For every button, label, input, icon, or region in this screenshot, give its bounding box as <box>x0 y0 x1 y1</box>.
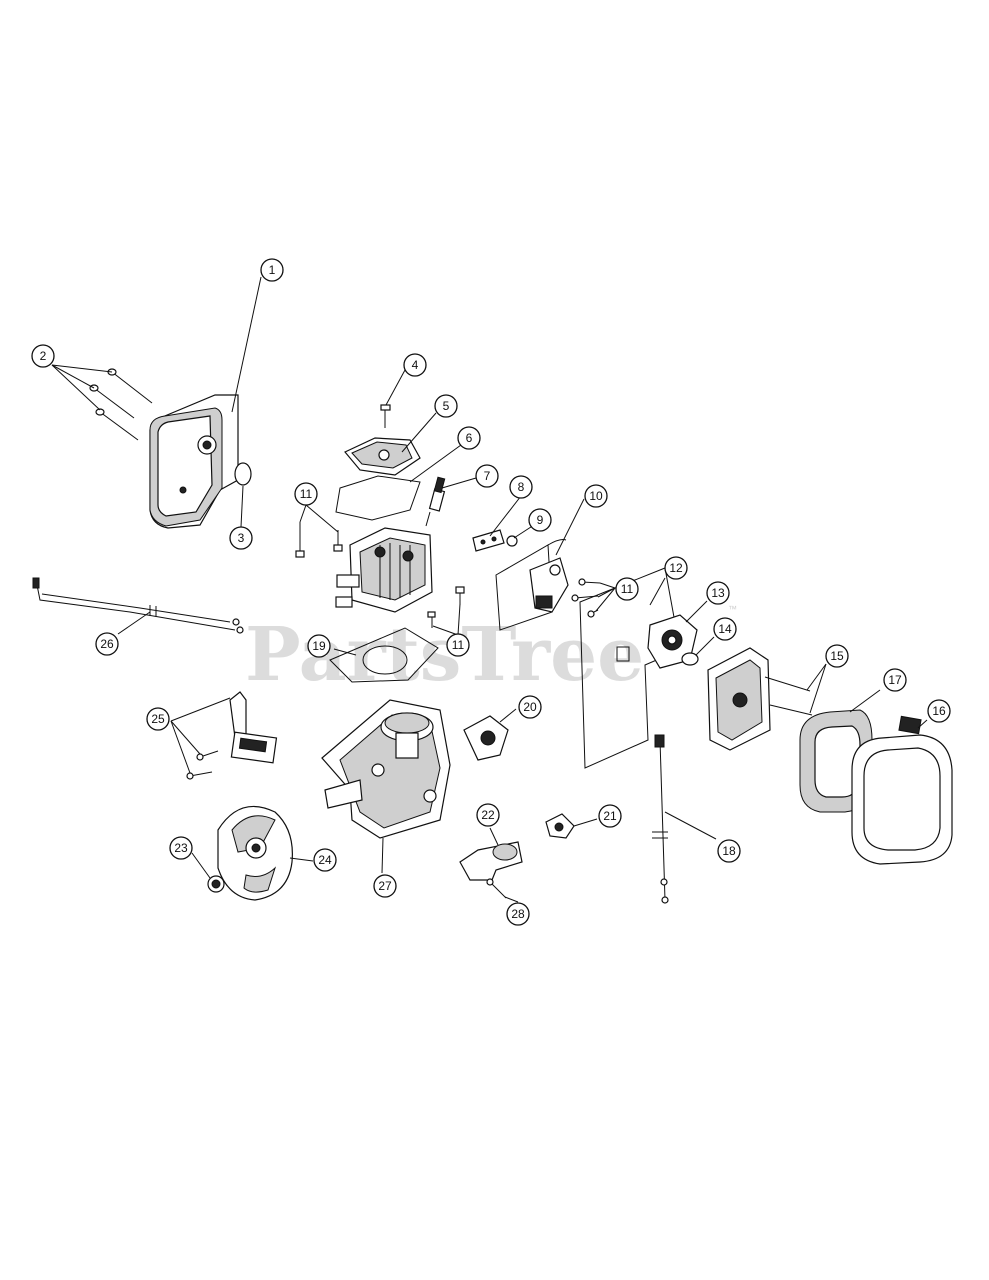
part-stop-wire <box>652 734 669 904</box>
callout-17: 17 <box>883 668 907 692</box>
partstree-watermark: PartsTree ™ <box>245 604 737 698</box>
part-cylinder <box>335 527 433 613</box>
svg-text:1: 1 <box>269 263 276 277</box>
part-filter-cover <box>851 715 953 865</box>
callout-26: 26 <box>95 632 119 656</box>
part-muffler <box>149 394 239 529</box>
svg-text:7: 7 <box>484 469 491 483</box>
part-carb-bolts <box>571 578 601 618</box>
svg-text:12: 12 <box>669 561 683 575</box>
callout-19: 19 <box>307 634 331 658</box>
svg-text:17: 17 <box>888 673 902 687</box>
part-carburetor <box>495 539 569 631</box>
svg-text:18: 18 <box>722 844 736 858</box>
part-muffler-gasket <box>234 462 252 486</box>
part-fitting-screw <box>486 878 507 899</box>
part-flywheel <box>217 805 293 901</box>
callout-15: 15 <box>825 644 849 668</box>
svg-text:11: 11 <box>300 487 313 501</box>
callout-27: 27 <box>373 874 397 898</box>
svg-text:11: 11 <box>621 582 634 596</box>
svg-text:19: 19 <box>312 639 326 653</box>
part-base-gasket <box>329 627 439 683</box>
part-ignition-coil <box>186 691 278 780</box>
callout-18: 18 <box>717 839 741 863</box>
callout-21: 21 <box>598 804 622 828</box>
callout-9: 9 <box>528 508 552 532</box>
part-valve-cover <box>344 437 421 476</box>
part-air-box <box>707 647 771 751</box>
part-spark-plug <box>425 476 446 527</box>
callout-10: 10 <box>584 484 608 508</box>
svg-text:4: 4 <box>412 358 419 372</box>
part-cylinder-bolts-right <box>427 586 465 628</box>
svg-text:22: 22 <box>481 808 495 822</box>
callout-5: 5 <box>434 394 458 418</box>
callout-16: 16 <box>927 699 951 723</box>
svg-text:24: 24 <box>318 853 332 867</box>
callout-22: 22 <box>476 803 500 827</box>
callout-13: 13 <box>706 581 730 605</box>
part-insulator-plate <box>472 529 505 552</box>
callout-2: 2 <box>31 344 55 368</box>
svg-text:23: 23 <box>174 841 188 855</box>
callout-7: 7 <box>475 464 499 488</box>
svg-text:13: 13 <box>711 586 725 600</box>
part-throttle-cable <box>32 577 244 634</box>
callout-14: 14 <box>713 617 737 641</box>
part-o-ring <box>681 652 699 666</box>
svg-text:28: 28 <box>511 907 525 921</box>
part-muffler-bolts <box>89 368 153 441</box>
callout-25: 25 <box>146 707 170 731</box>
part-crankcase <box>321 699 451 839</box>
part-base-gasket-bore <box>362 645 408 675</box>
svg-text:20: 20 <box>523 700 537 714</box>
part-flywheel-nut <box>207 875 225 893</box>
callout-28: 28 <box>506 902 530 926</box>
part-air-box-screws <box>764 676 813 716</box>
svg-text:2: 2 <box>40 349 47 363</box>
svg-text:8: 8 <box>518 480 525 494</box>
callout-20: 20 <box>518 695 542 719</box>
part-nut <box>506 535 518 547</box>
svg-text:25: 25 <box>151 712 165 726</box>
part-cover-bolt <box>380 404 391 428</box>
callout-8: 8 <box>509 475 533 499</box>
part-cylinder-bolts <box>295 522 343 558</box>
svg-text:3: 3 <box>238 531 245 545</box>
svg-text:10: 10 <box>589 489 603 503</box>
svg-text:14: 14 <box>718 622 732 636</box>
svg-text:16: 16 <box>932 704 946 718</box>
watermark-text: PartsTree <box>245 612 644 698</box>
svg-text:26: 26 <box>100 637 114 651</box>
part-cover-gasket <box>335 475 421 521</box>
callout-11-right: 11 <box>615 577 639 601</box>
callout-23: 23 <box>169 836 193 860</box>
callout-1: 1 <box>260 258 284 282</box>
svg-text:21: 21 <box>603 809 617 823</box>
callout-11-left: 11 <box>294 482 318 506</box>
callout-6: 6 <box>457 426 481 450</box>
part-fitting-elbow <box>459 841 523 881</box>
callout-4: 4 <box>403 353 427 377</box>
svg-text:11: 11 <box>452 638 465 652</box>
callout-24: 24 <box>313 848 337 872</box>
watermark-tm: ™ <box>728 604 737 614</box>
part-plug-fitting <box>545 813 575 839</box>
svg-text:15: 15 <box>830 649 844 663</box>
callout-12: 12 <box>664 556 688 580</box>
callout-11-middle: 11 <box>446 633 470 657</box>
svg-text:6: 6 <box>466 431 473 445</box>
leader-lines <box>51 276 928 903</box>
svg-text:27: 27 <box>378 879 392 893</box>
svg-text:5: 5 <box>443 399 450 413</box>
part-intake-boot <box>463 715 509 761</box>
svg-text:9: 9 <box>537 513 544 527</box>
callout-3: 3 <box>229 526 253 550</box>
